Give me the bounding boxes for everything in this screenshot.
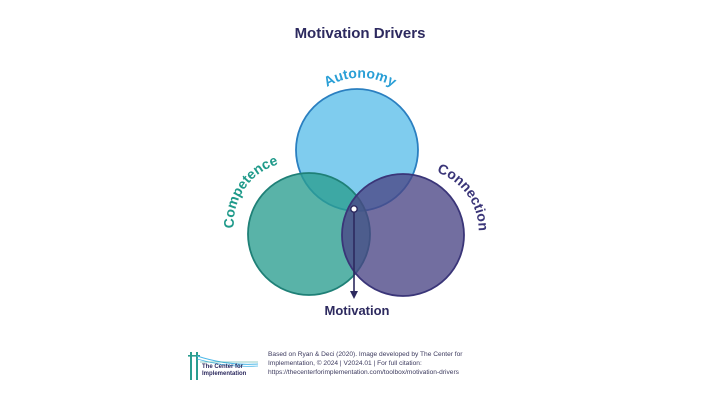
footer: The Center for Implementation Based on R…	[188, 350, 568, 386]
citation-line-3[interactable]: https://thecenterforimplementation.com/t…	[268, 369, 459, 376]
page-title: Motivation Drivers	[294, 25, 426, 42]
bridge-logo-icon	[188, 352, 259, 380]
autonomy-label: Autonomy	[321, 65, 399, 90]
citation-line-1: Based on Ryan & Deci (2020). Image devel…	[268, 351, 463, 358]
motivation-label: Motivation	[325, 303, 390, 318]
citation-line-2: Implementation, © 2024 | V2024.01 | For …	[268, 360, 422, 367]
motivation-arrow	[350, 205, 358, 299]
arrow-origin-dot	[350, 205, 358, 213]
citation-text: Based on Ryan & Deci (2020). Image devel…	[268, 350, 558, 377]
logo-line-1: The Center for	[202, 364, 244, 370]
logo-line-2: Implementation	[202, 371, 247, 377]
connection-circle	[341, 173, 465, 297]
arrow-head	[350, 291, 358, 299]
logo-text: The Center for Implementation	[202, 364, 246, 378]
